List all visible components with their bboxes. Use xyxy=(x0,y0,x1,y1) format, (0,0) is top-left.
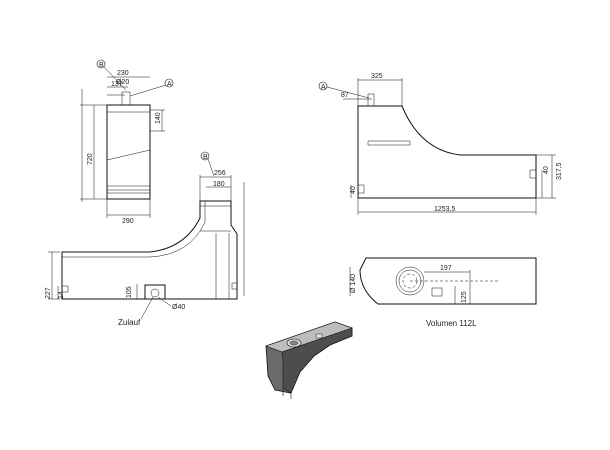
volume-note: Volumen 112L xyxy=(426,319,477,328)
dim-87: 87 xyxy=(341,92,349,99)
dim-197: 197 xyxy=(440,265,452,272)
dim-105: 105 xyxy=(126,286,133,298)
dim-256: 256 xyxy=(214,170,226,177)
dim-325: 325 xyxy=(371,73,383,80)
dim-137: 137 xyxy=(111,81,123,88)
inlet-label: Zulauf xyxy=(118,318,141,327)
isometric-view xyxy=(265,321,353,399)
dim-1253-5: 1253,5 xyxy=(434,206,456,213)
plan-view: 197 125 Ø 140 xyxy=(349,257,537,305)
dim-d40: Ø40 xyxy=(172,304,185,311)
dim-317-5: 317,5 xyxy=(556,162,563,180)
dim-125: 125 xyxy=(461,291,468,303)
dim-180: 180 xyxy=(213,181,225,188)
balloon-b-2: B xyxy=(203,154,208,161)
front-view: 256 180 B 227 14 105 Ø40 Zulauf xyxy=(45,151,245,327)
dim-290: 290 xyxy=(122,218,134,225)
dim-230: 230 xyxy=(117,70,129,77)
dim-40-left: 40 xyxy=(350,186,357,194)
balloon-a: A xyxy=(167,81,172,88)
balloon-b: B xyxy=(99,62,104,69)
dim-40-right: 40 xyxy=(543,166,550,174)
dim-d20: Ø20 xyxy=(116,79,129,86)
balloon-a-2: A xyxy=(321,84,326,91)
dim-720: 720 xyxy=(87,153,94,165)
dim-14: 14 xyxy=(58,291,65,299)
dim-227: 227 xyxy=(45,287,52,299)
dim-d140: Ø 140 xyxy=(350,274,357,293)
dim-140: 140 xyxy=(155,112,162,124)
side-view: 325 87 1253,5 317,5 40 40 A xyxy=(318,73,563,215)
top-left-view: 230 137 Ø20 290 720 140 B A xyxy=(80,59,174,225)
